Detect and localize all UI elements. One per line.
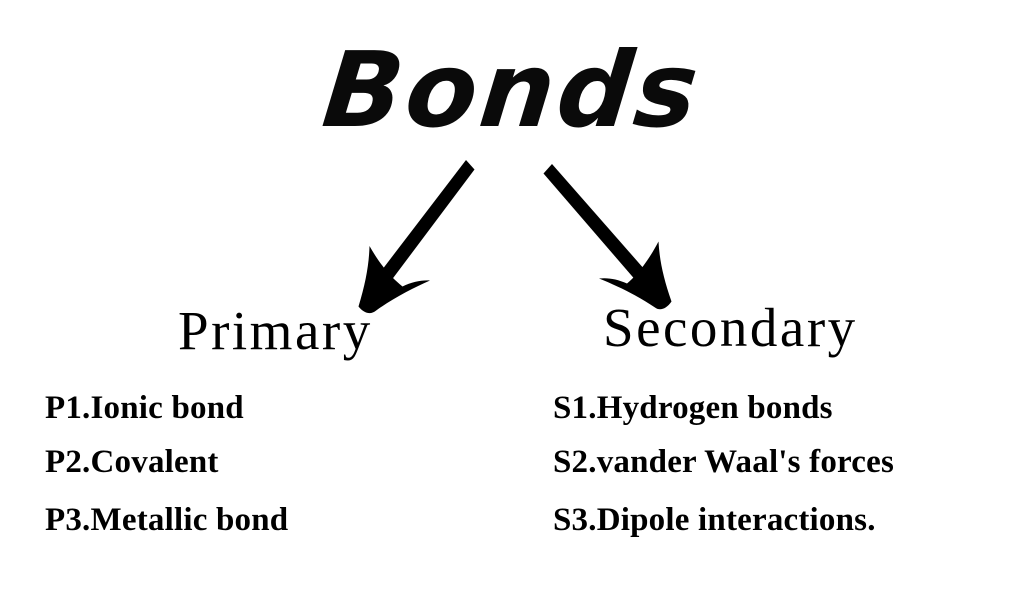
primary-bond-list: P1.Ionic bond P2.Covalent P3.Metallic bo… xyxy=(45,392,288,558)
list-item: S2.vander Waal's forces xyxy=(553,444,895,480)
list-item: P2.Covalent xyxy=(45,444,219,480)
list-item: S1.Hydrogen bonds xyxy=(553,390,833,426)
arrow-to-primary-icon xyxy=(358,160,475,314)
list-item: P3.Metallic bond xyxy=(45,502,289,538)
heading-secondary: Secondary xyxy=(603,297,858,358)
arrow-to-secondary-icon xyxy=(543,164,672,310)
list-item: P1.Ionic bond xyxy=(45,390,244,426)
heading-primary: Primary xyxy=(178,300,373,361)
diagram-title: Bonds xyxy=(317,29,707,151)
secondary-bond-list: S1.Hydrogen bonds S2.vander Waal's force… xyxy=(553,392,894,558)
list-item: S3.Dipole interactions. xyxy=(553,502,876,538)
